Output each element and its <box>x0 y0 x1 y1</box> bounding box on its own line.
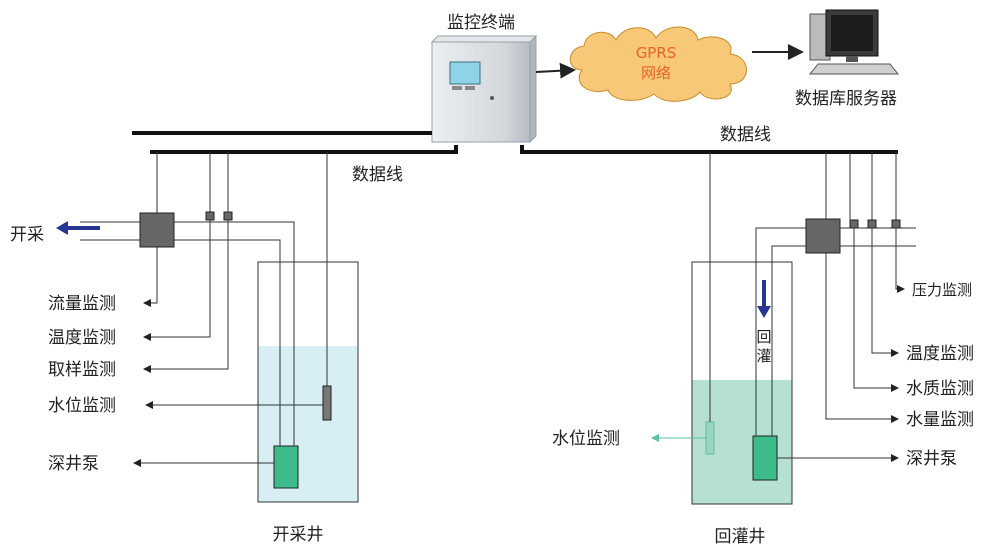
terminal-label: 监控终端 <box>447 13 515 33</box>
left-label-water-level: 水位监测 <box>48 396 116 416</box>
deep-well-pump-left <box>273 445 299 489</box>
extraction-label: 开采 <box>10 225 44 245</box>
right-label-water-volume: 水量监测 <box>906 410 974 430</box>
data-line-left <box>150 145 458 154</box>
extraction-well <box>257 261 359 503</box>
computer-icon <box>808 9 900 75</box>
arrow-terminal-to-cloud <box>535 62 576 79</box>
right-label-water-quality: 水质监测 <box>906 379 974 399</box>
right-label-temperature: 温度监测 <box>906 344 974 364</box>
recharge-char-2: 灌 <box>756 347 771 365</box>
right-well-name: 回灌井 <box>715 527 766 547</box>
water-level-sensor-right <box>705 421 715 455</box>
flow-meter-box-right <box>805 218 841 254</box>
left-label-sampling: 取样监测 <box>48 360 116 380</box>
right-label-water-level: 水位监测 <box>552 429 620 449</box>
cloud-line2: 网络 <box>641 64 671 82</box>
right-label-pump: 深井泵 <box>906 449 957 469</box>
cloud-line1: GPRS <box>636 44 677 62</box>
left-well-name: 开采井 <box>273 525 324 545</box>
monitoring-terminal <box>430 34 538 144</box>
deep-well-pump-right <box>752 435 778 481</box>
data-line-label-right: 数据线 <box>720 125 771 145</box>
water-level-sensor-left <box>322 385 332 421</box>
gprs-cloud <box>569 26 747 102</box>
recharge-char-1: 回 <box>756 328 771 346</box>
server-label: 数据库服务器 <box>795 89 897 109</box>
left-label-temperature: 温度监测 <box>48 328 116 348</box>
flow-meter-box-left <box>139 212 175 248</box>
left-label-flow: 流量监测 <box>48 294 116 314</box>
data-line-right <box>520 145 898 154</box>
right-label-pressure: 压力监测 <box>912 281 972 299</box>
recharge-well <box>691 261 793 505</box>
left-label-pump: 深井泵 <box>48 454 99 474</box>
data-line-label-left: 数据线 <box>352 165 403 185</box>
